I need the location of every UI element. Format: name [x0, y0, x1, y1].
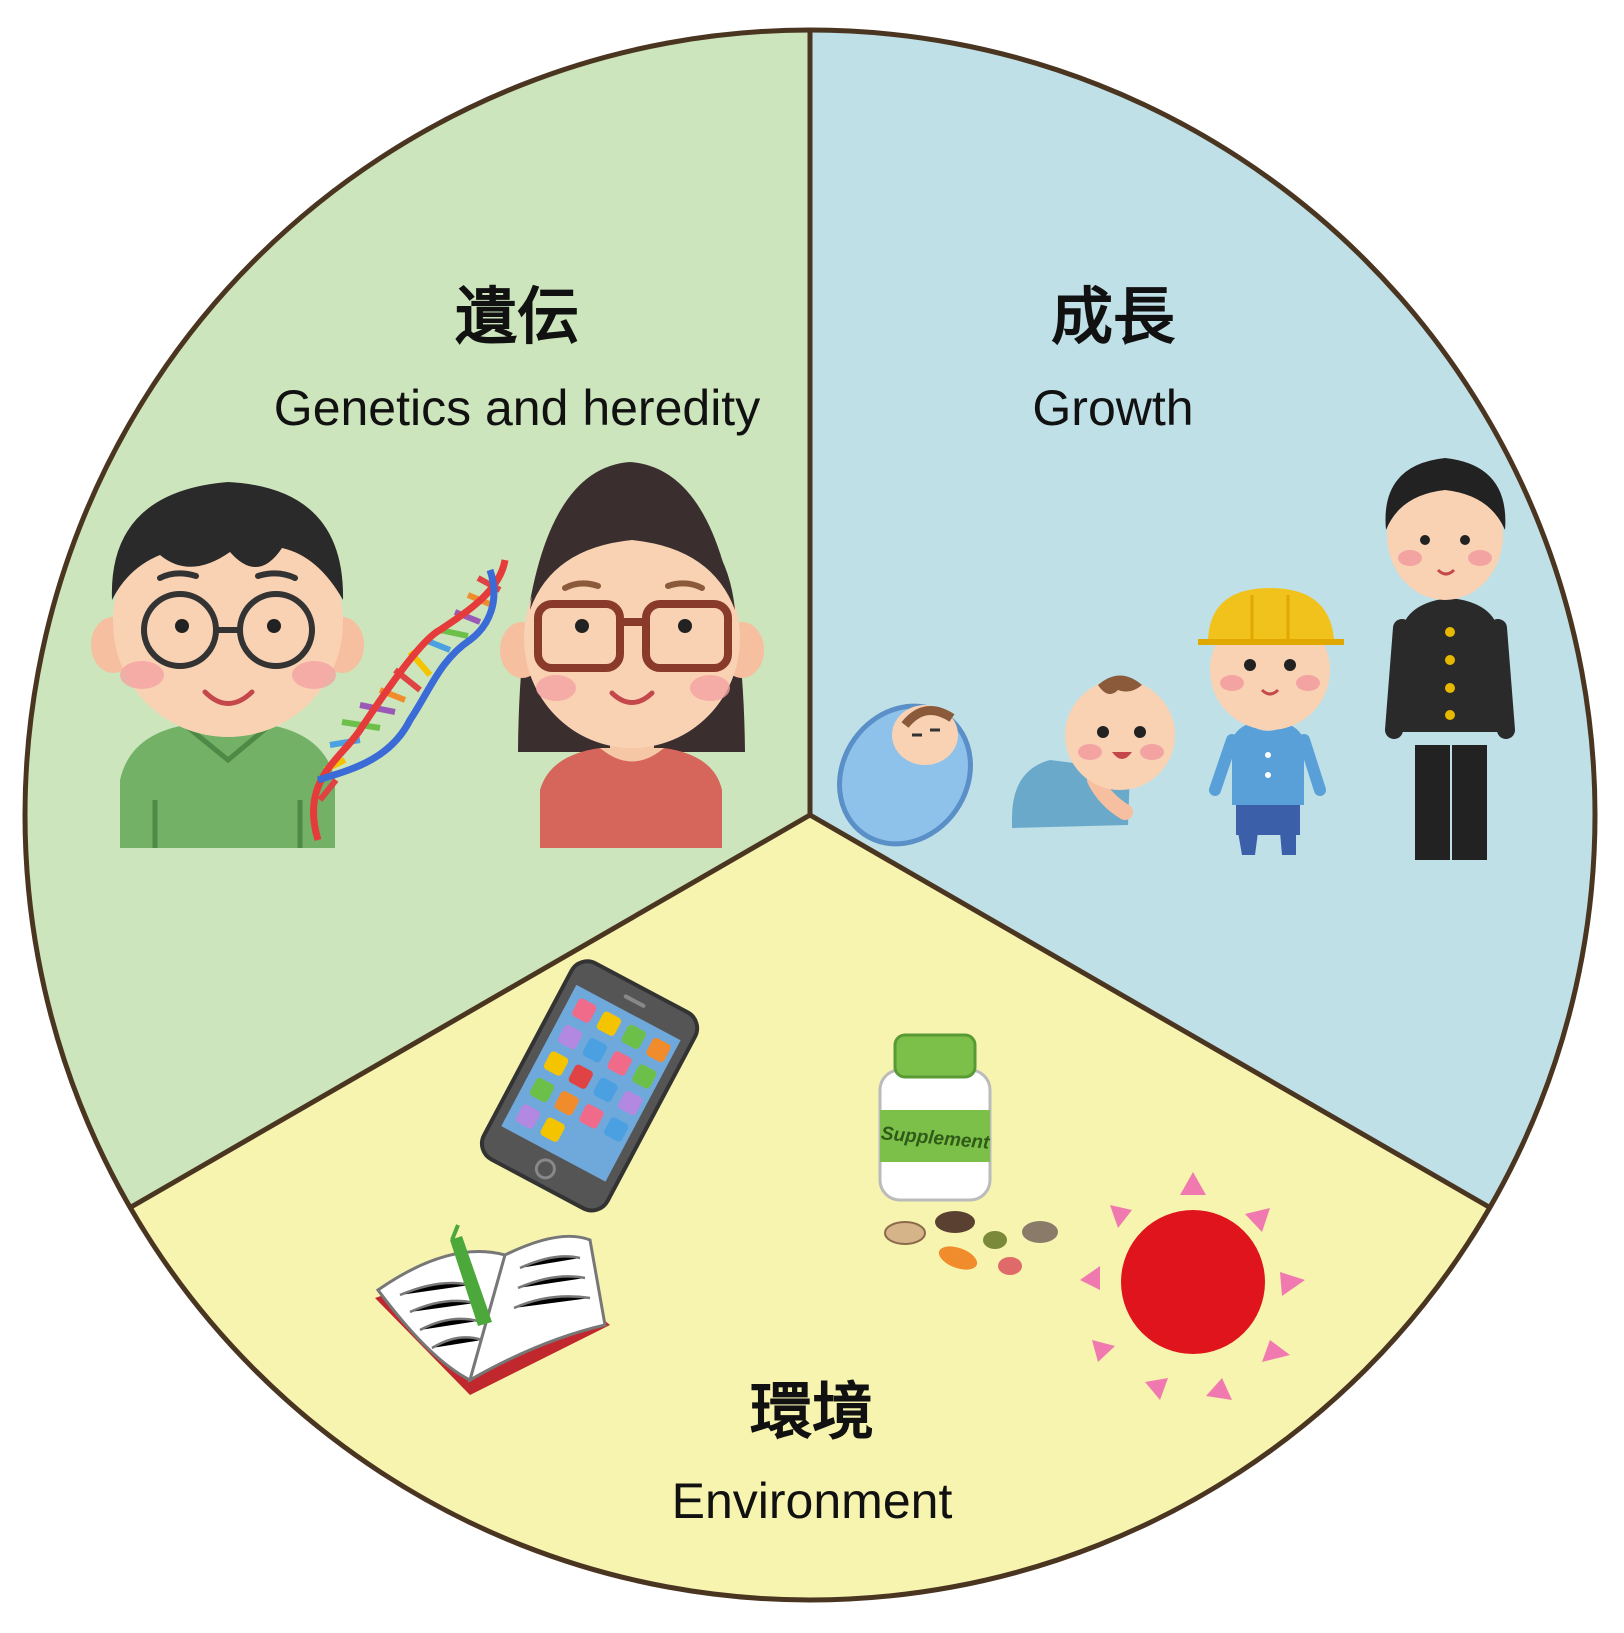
- segment-growth: [810, 30, 1595, 1208]
- genetics-title-en: Genetics and heredity: [274, 380, 760, 436]
- pills-icon: [884, 1211, 1058, 1275]
- growth-title-en: Growth: [1032, 380, 1193, 436]
- segment-genetics: [25, 30, 811, 1208]
- wheel-outline: [22, 27, 1598, 1603]
- growth-title-jp: 成長: [1051, 280, 1176, 353]
- student-icon: [1385, 458, 1515, 860]
- crawling-baby-icon: [1012, 675, 1175, 828]
- smartphone-icon: [479, 959, 700, 1213]
- environment-title-en: Environment: [672, 1473, 953, 1529]
- open-book-icon: [375, 1224, 610, 1395]
- wheel-segments: [25, 30, 1595, 1600]
- environment-title-jp: 環境: [750, 1375, 874, 1448]
- kindergarten-child-icon: [1198, 588, 1344, 855]
- mother-icon: [500, 462, 764, 848]
- segment-environment: [130, 815, 1490, 1600]
- father-icon: [91, 482, 364, 848]
- sun-icon: [1080, 1172, 1305, 1400]
- swaddled-baby-icon: [837, 703, 973, 847]
- dna-helix-icon: [309, 559, 509, 842]
- supplement-bottle-icon: Supplement: [878, 1033, 992, 1202]
- genetics-title-jp: 遺伝: [455, 280, 579, 353]
